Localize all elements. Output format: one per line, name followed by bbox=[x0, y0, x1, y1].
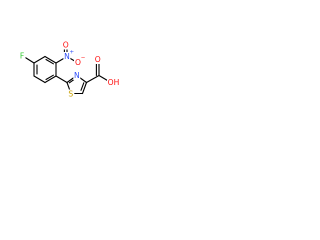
thiazole-sulfur-label: S bbox=[68, 90, 73, 99]
bond-c2-c3 bbox=[44, 55, 57, 64]
hydroxyl-label: OH bbox=[108, 78, 120, 87]
atom-labels: F N + O O − S N O OH bbox=[18, 40, 120, 99]
chemical-structure: F N + O O − S N O OH bbox=[18, 40, 120, 99]
carbonyl-oxygen-label: O bbox=[95, 55, 101, 64]
nitro-oxygen-double-label: O bbox=[63, 41, 69, 50]
fluorine-label: F bbox=[20, 52, 24, 61]
nitro-nitrogen-label: N bbox=[64, 52, 70, 61]
bond-c1-c2 bbox=[33, 55, 46, 64]
nitro-oxygen-single-label: O bbox=[75, 58, 81, 67]
bond-c4-c5-inner bbox=[45, 74, 54, 81]
bond-c5t-c4t-inner bbox=[80, 82, 85, 91]
nitro-nitrogen-charge: + bbox=[69, 50, 74, 56]
bond-c4t-carboxyl bbox=[85, 74, 100, 84]
bond-c5-c6 bbox=[33, 75, 46, 84]
bond-c1-fluorine bbox=[23, 56, 35, 64]
bond-c5t-c4t bbox=[81, 81, 88, 95]
bond-c2-c3-inner bbox=[45, 58, 54, 65]
bond-c4-c5 bbox=[44, 75, 57, 84]
bond-c4-thiazole bbox=[55, 75, 68, 84]
thiazole-nitrogen-label: N bbox=[74, 71, 80, 80]
nitro-oxygen-charge: − bbox=[81, 56, 86, 62]
